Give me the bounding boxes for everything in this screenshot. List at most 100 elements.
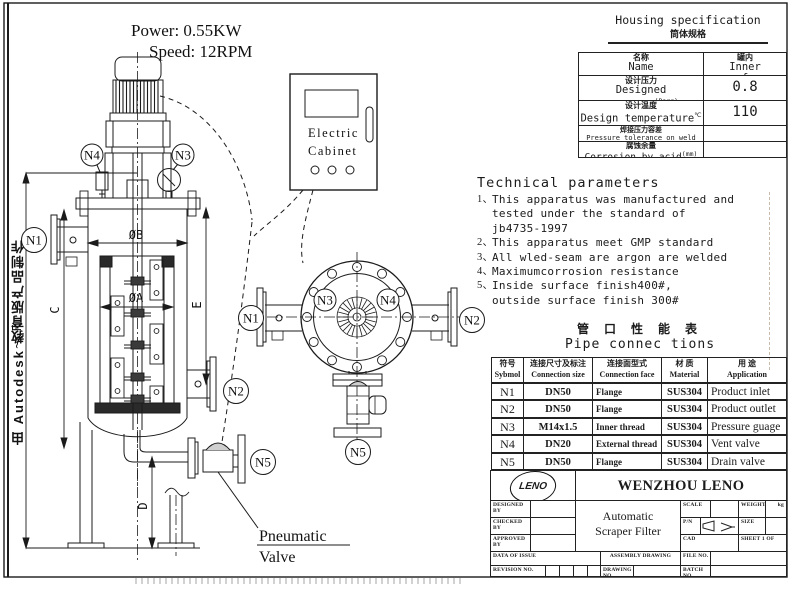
control-cables [159,95,314,443]
drawing-no-value [633,565,681,577]
design-temperature-value: 110 [703,100,787,126]
vessel-top-flange [75,190,201,217]
pneumatic-valve-line1: Pneumatic [259,528,327,545]
tech-param-num: 3、 [477,251,494,263]
dimension-labels: ØB ØA C E D F ~ [10,228,204,510]
dim-f-approx: ~ [10,341,24,348]
design-temperature-unit: ℃ [694,111,702,119]
tech-param-text: tested under the standard of [492,207,686,221]
pipe-col-symbol: 符号 Sybmol [491,357,524,383]
outlet-nozzle-front [187,356,217,412]
projection-symbol [700,517,739,535]
housing-spec-underline [608,42,768,44]
pneumatic-valve-line2: Valve [259,549,295,566]
pipe-row-size: DN50 [523,383,593,401]
designed-pressure-zh: 设计压力 [625,76,657,85]
cabinet-text: Electric Cabinet [308,126,359,158]
n3-balloon-label: N3 [175,148,191,163]
scale-label: SCALE [680,500,711,518]
pipe-row-symbol: N3 [491,417,524,436]
tech-param-text: jb4735-1997 [492,221,569,235]
filter-basket [94,153,181,430]
power-label: Power: 0.55KW [131,21,242,40]
inlet-nozzle-front [50,214,88,267]
file-no-label: FILE NO. [680,551,711,566]
dim-c: C [48,306,62,313]
weld-tolerance-label-cell: 焊接压力容差 Pressure tolerance on weld [578,125,704,142]
pipe-row-application: Drain valve [707,452,787,470]
front-view [22,52,350,560]
pipe-row-size: M14x1.5 [523,417,593,436]
dim-f: F [10,324,24,331]
pipe-row-application: Vent valve [707,435,787,453]
n2-balloon-label: N2 [228,384,244,399]
dim-phi-b: ØB [129,228,143,242]
assembly-drawing-label: ASSEMBLY DRAWING [600,551,681,566]
weld-tolerance-zh: 焊接压力容差 [620,126,662,134]
technical-parameters: Technical parameters 1、This apparatus wa… [477,175,787,308]
housing-spec-table: 名称 Name 罐内 Inner surface 设计压力 Designed p… [578,52,787,158]
sheet-border [3,2,788,578]
top-view [248,252,466,446]
n5-balloon-label: N5 [255,455,271,470]
pipe-row-material: SUS304 [661,417,708,436]
product-title-line1: Automatic [602,509,654,523]
pipe-row-face: Flange [592,452,662,470]
cad-label: CAD [680,534,739,552]
revision-no-label: REVISION NO. [490,565,546,577]
drain-valve-top [332,371,387,438]
n2-top-balloon-label: N2 [464,313,480,328]
pipe-row-size: DN50 [523,400,593,418]
checked-by-label: CHECKED BY [490,517,531,535]
tech-param-text: Maximumcorrosion resistance [492,265,679,279]
hdr-zh: 用 途 [738,359,756,368]
drain-pneumatic-valve [123,430,350,546]
electric-cabinet [289,73,378,191]
designed-pressure-unit: (Barg) [654,97,679,101]
vent-valve-fitting [95,164,109,198]
tech-param-text: outside surface finish 300# [492,293,679,307]
cabinet-label-line1: Electric [308,126,359,140]
sheet-label: SHEET 1 OF [738,534,787,552]
revision-box [559,565,574,577]
revision-box [587,565,601,577]
corrosion-label-cell: 腐蚀余量 Corrosion by acid(mm) [578,141,704,158]
speed-label: Speed: 12RPM [149,42,252,61]
pipe-table-title-en: Pipe connec tions [564,337,716,352]
pipe-table-heading: 管 口 性 能 表 Pipe connec tions [493,320,787,352]
hdr-en: Material [669,370,700,379]
pn-label: P/N [680,517,701,535]
pipe-row-face: External thread [592,435,662,453]
corrosion-unit: (mm) [681,150,698,158]
logo-cell: LENO [490,470,576,501]
housing-name-zh: 名称 [633,53,649,62]
hdr-en: Connection face [599,370,655,379]
designed-by-value [530,500,576,518]
scale-value [710,500,739,518]
motor-specs: Power: 0.55KW Speed: 12RPM [131,21,252,61]
outlet-nozzle-top [412,287,458,347]
tech-param-num: 2、 [477,237,494,249]
weight-label: WEIGHT [738,500,766,518]
cabinet-label-line2: Cabinet [308,144,357,158]
pipe-col-face: 连接面型式 Connection face [592,357,662,383]
pipe-row-material: SUS304 [661,435,708,453]
product-title-line2: Scraper Filter [595,524,661,538]
housing-value-header: 罐内 Inner surface [703,52,787,76]
pipe-table-title-zh: 管 口 性 能 表 [576,322,703,336]
pipe-row-symbol: N1 [491,383,524,401]
leno-logo: LENO [507,471,559,500]
weight-unit: kg [765,500,787,518]
dim-d: D [136,502,150,509]
projection-symbol-icon [702,520,735,532]
hdr-en: Application [726,370,767,379]
pipe-col-material: 材 质 Material [661,357,708,383]
housing-value-en: Inner surface [723,61,767,76]
pipe-col-application: 用 途 Application [707,357,787,383]
size-label: SIZE [738,517,766,535]
dim-e: E [190,301,204,308]
checked-by-value [530,517,576,535]
pipe-row-symbol: N5 [491,452,524,470]
